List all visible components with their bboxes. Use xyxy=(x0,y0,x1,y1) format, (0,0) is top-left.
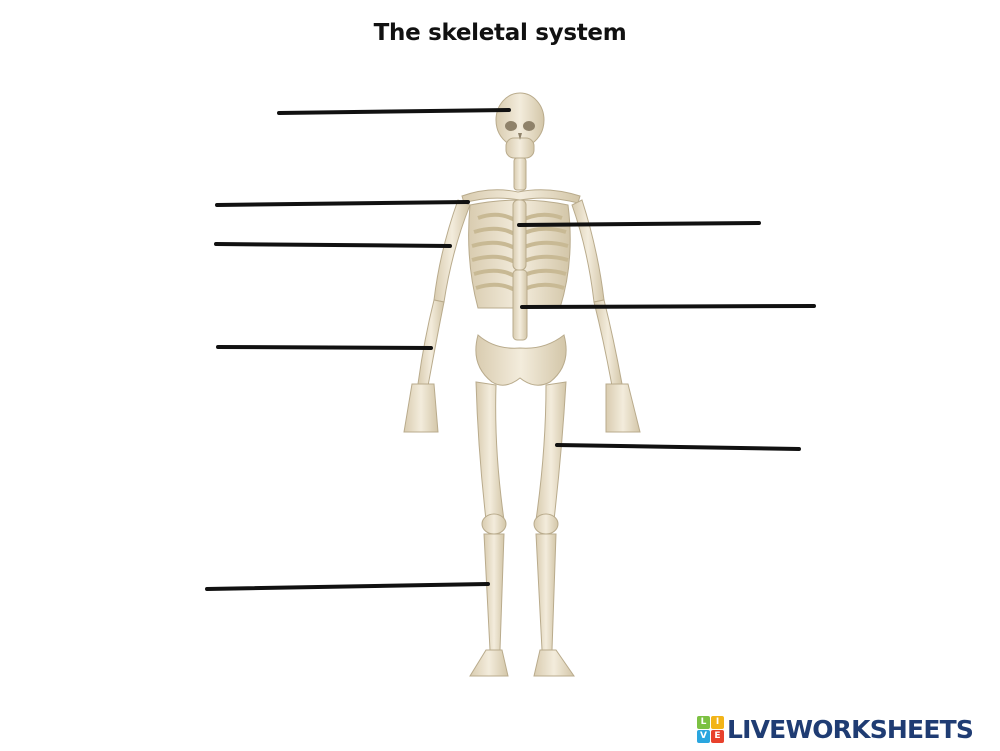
label-line-spine xyxy=(520,304,816,309)
label-line-sternum xyxy=(517,221,761,227)
label-line-femur xyxy=(555,443,801,451)
logo-tile-l: L xyxy=(697,715,710,729)
page-title: The skeletal system xyxy=(373,20,627,46)
logo-text: LIVEWORKSHEETS xyxy=(727,714,974,744)
label-line-radius-ulna xyxy=(216,345,433,350)
label-line-tibia-fibula xyxy=(205,582,490,591)
skeleton-illustration xyxy=(403,92,641,677)
logo-tile-v: V xyxy=(697,729,710,743)
label-line-clavicle xyxy=(215,200,470,207)
logo-tile-i: I xyxy=(711,715,724,729)
label-line-humerus xyxy=(214,242,452,248)
logo-tiles: L I V E xyxy=(697,715,724,743)
liveworksheets-logo: L I V E LIVEWORKSHEETS xyxy=(697,714,974,744)
label-line-skull xyxy=(277,108,511,115)
leader-lines xyxy=(205,108,816,591)
logo-tile-e: E xyxy=(711,729,724,743)
